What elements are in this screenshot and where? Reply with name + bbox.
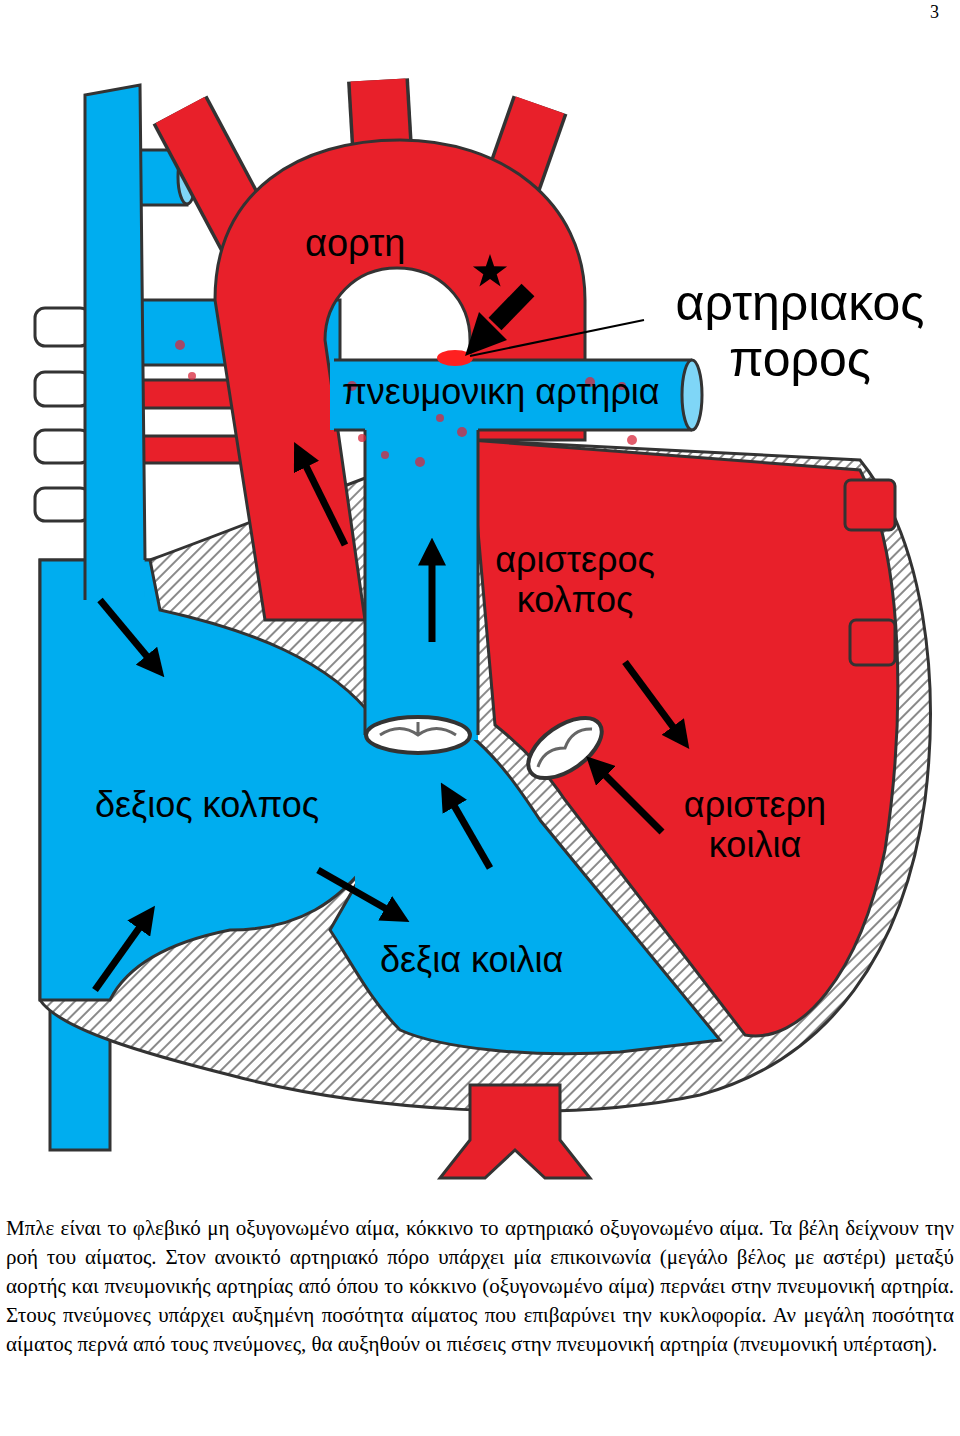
- vessel-end: [682, 360, 702, 430]
- structure-label: αριστερος κολπος: [480, 540, 670, 621]
- callout-label: αρτηριακος πορος: [650, 275, 950, 387]
- vessel-outline: [85, 85, 145, 600]
- mitral-valve: [518, 706, 612, 790]
- vessel-stub: [35, 372, 90, 406]
- structure-label: αορτη: [305, 222, 405, 265]
- figure-caption: Μπλε είναι το φλεβικό μη οξυγονωμένο αίμ…: [6, 1214, 954, 1359]
- page-number: 3: [930, 2, 939, 22]
- vessel-outline: [334, 429, 365, 432]
- structure-label: πνευμονικη αρτηρια: [342, 372, 660, 412]
- vessel-outline: [364, 430, 367, 735]
- vessel-outline: [477, 430, 480, 735]
- pulmonary-vein: [845, 480, 895, 530]
- pulmonary-valve: [366, 717, 470, 753]
- structure-label: αριστερη κοιλια: [660, 785, 850, 866]
- pulmonary-trunk: [365, 428, 478, 740]
- structure-label: δεξια κοιλια: [380, 940, 563, 980]
- leader-line: [470, 320, 644, 356]
- pulmonary-artery: [330, 360, 692, 430]
- vessel-outline: [478, 429, 692, 432]
- flow-arrows: [95, 462, 676, 990]
- big-arrow: [495, 290, 528, 324]
- vessel-outline: [334, 359, 692, 362]
- right-atrium: [40, 560, 375, 1000]
- pulmonary-vein: [850, 620, 895, 665]
- heart-wall: [40, 440, 930, 1111]
- descending-aorta: [440, 1085, 590, 1178]
- vessel-stub: [35, 308, 90, 346]
- structure-label: δεξιος κολπος: [95, 785, 319, 825]
- vessel-stub: [35, 430, 90, 463]
- star-symbol: [473, 254, 507, 287]
- vessel-stub: [35, 488, 90, 521]
- superior-vena-cava: [85, 85, 145, 600]
